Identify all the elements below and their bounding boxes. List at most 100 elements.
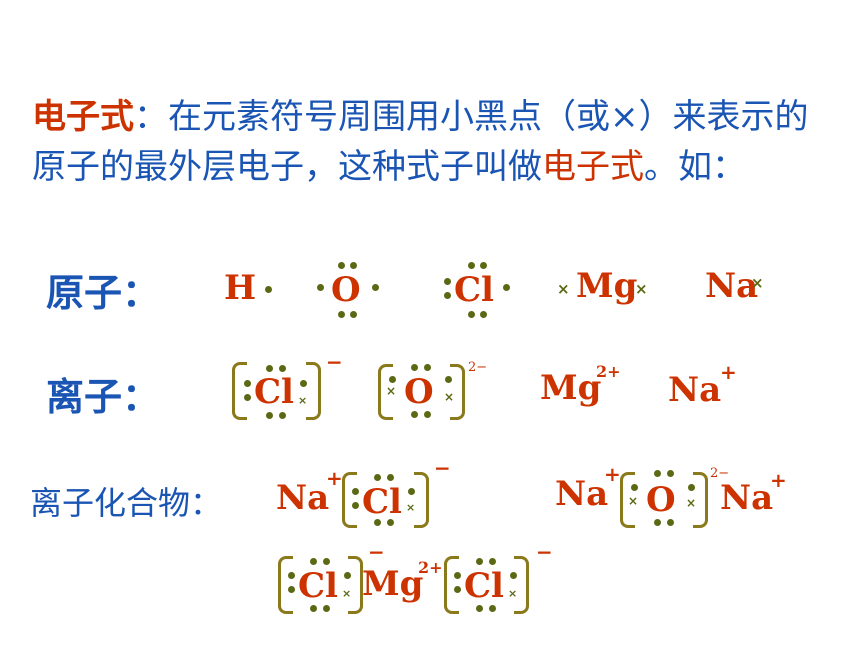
electron-dot [374, 519, 381, 526]
electron-cross: × [444, 390, 455, 404]
electron-cross: × [298, 394, 308, 407]
electron-dot [503, 284, 510, 291]
electron-dot [510, 572, 517, 579]
electron-dot [372, 284, 379, 291]
electron-dot [468, 262, 475, 269]
electron-dot [387, 519, 394, 526]
electron-dot [387, 474, 394, 481]
electron-dot [352, 502, 359, 509]
row-label-ionic-compounds: 离子化合物： [30, 484, 223, 522]
row-label-ions: 离子： [46, 375, 161, 419]
symbol-na: Na [705, 266, 759, 306]
bracket-right [414, 472, 429, 528]
electron-dot [350, 262, 357, 269]
symbol-o: O [331, 270, 361, 310]
electron-cross: × [406, 501, 416, 514]
electron-cross: × [686, 496, 697, 510]
electron-dot [266, 412, 273, 419]
electron-cross: × [508, 587, 518, 600]
definition-colon: ： [134, 97, 168, 137]
electron-dot [480, 311, 487, 318]
electron-dot [279, 412, 286, 419]
charge-superscript: 2+ [596, 362, 621, 381]
electron-dot [424, 364, 431, 371]
electron-dot [411, 364, 418, 371]
symbol-cl: Cl [254, 372, 294, 412]
electron-dot [408, 488, 415, 495]
charge-superscript: − [536, 540, 553, 564]
symbol-o: O [646, 480, 676, 520]
bracket-right [514, 556, 529, 614]
electron-dot [344, 572, 351, 579]
charge-superscript: 2− [468, 360, 488, 375]
electron-dot [389, 376, 396, 383]
bracket-left [342, 472, 357, 528]
electron-dot [476, 605, 483, 612]
electron-dot [480, 262, 487, 269]
charge-superscript: 2+ [418, 558, 443, 577]
electron-dot [323, 558, 330, 565]
electron-dot [631, 484, 638, 491]
electron-dot [489, 558, 496, 565]
electron-dot [288, 572, 295, 579]
bracket-right [693, 472, 708, 528]
electron-cross: × [628, 494, 639, 508]
symbol-mg: Mg [362, 564, 424, 604]
electron-dot [350, 311, 357, 318]
electron-dot [688, 484, 695, 491]
electron-dot [489, 605, 496, 612]
row-label-atoms: 原子： [46, 271, 161, 315]
symbol-mg: Mg [540, 368, 602, 408]
electron-dot [338, 311, 345, 318]
charge-superscript: + [720, 360, 737, 384]
charge-superscript: 2− [710, 466, 730, 481]
electron-dot [654, 519, 661, 526]
electron-cross: × [386, 384, 397, 398]
symbol-na: Na [555, 474, 609, 514]
symbol-cl: Cl [362, 482, 402, 522]
definition-tail: 。如： [644, 147, 746, 187]
symbol-h: H [224, 268, 257, 308]
symbol-cl: Cl [454, 270, 494, 310]
charge-superscript: + [604, 462, 621, 486]
electron-dot [338, 262, 345, 269]
term-electron-formula-repeat: 电子式 [542, 147, 644, 187]
electron-cross: × [751, 274, 764, 292]
electron-dot [444, 292, 451, 299]
charge-superscript: − [326, 350, 343, 374]
definition-text: 电子式：在元素符号周围用小黑点（或×）来表示的原子的最外层电子，这种式子叫做电子… [32, 92, 832, 192]
symbol-na: Na [720, 478, 774, 518]
electron-dot [279, 365, 286, 372]
electron-dot [424, 411, 431, 418]
electron-dot [244, 394, 251, 401]
symbol-cl: Cl [464, 566, 504, 606]
electron-dot [266, 365, 273, 372]
symbol-cl: Cl [298, 566, 338, 606]
electron-cross: × [635, 280, 648, 298]
electron-dot [310, 558, 317, 565]
symbol-na: Na [668, 370, 722, 410]
charge-superscript: + [770, 468, 787, 492]
electron-cross: × [557, 280, 570, 298]
definition-body: 在元素符号周围用小黑点（或×）来表示的原子的最外层电子，这种式子叫做 [32, 97, 809, 187]
term-electron-formula: 电子式 [32, 97, 134, 137]
symbol-mg: Mg [576, 266, 638, 306]
bracket-right [306, 362, 321, 420]
electron-dot [244, 380, 251, 387]
electron-dot [317, 284, 324, 291]
electron-dot [310, 605, 317, 612]
electron-dot [468, 311, 475, 318]
electron-cross: × [342, 587, 352, 600]
electron-dot [300, 380, 307, 387]
electron-dot [374, 474, 381, 481]
electron-dot [454, 572, 461, 579]
bracket-left [444, 556, 459, 614]
symbol-o: O [404, 372, 434, 412]
bracket-right [348, 556, 363, 614]
electron-dot [288, 586, 295, 593]
bracket-right [450, 364, 465, 420]
electron-dot [352, 488, 359, 495]
electron-dot [667, 519, 674, 526]
bracket-left [620, 472, 635, 528]
bracket-left [278, 556, 293, 614]
